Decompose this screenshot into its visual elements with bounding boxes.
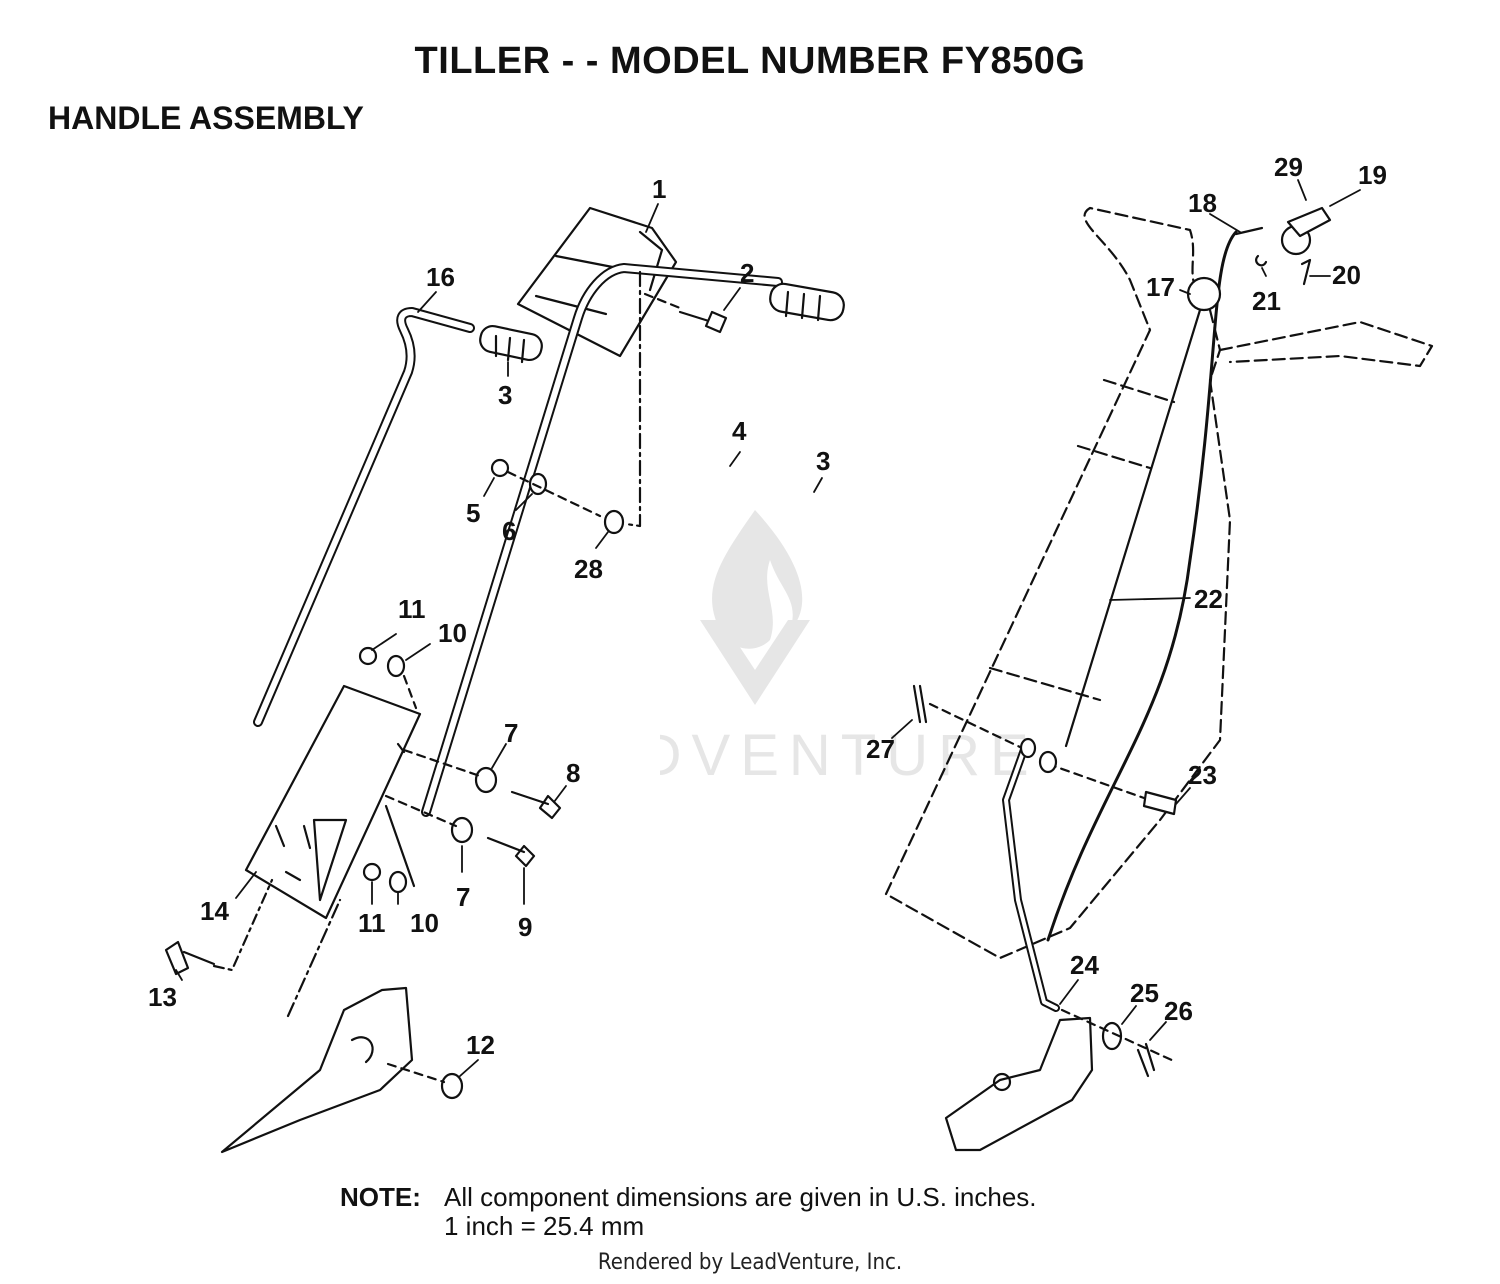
footer-credit: Rendered by LeadVenture, Inc. bbox=[597, 1250, 903, 1275]
callout-6: 6 bbox=[502, 516, 516, 546]
part-bolt-9 bbox=[486, 836, 536, 868]
page-title: TILLER - - MODEL NUMBER FY850G bbox=[414, 40, 1086, 82]
callout-1: 1 bbox=[652, 174, 666, 204]
part-washer-7a bbox=[474, 766, 498, 794]
callout-24: 24 bbox=[1070, 950, 1099, 980]
part-control-lever bbox=[1234, 206, 1332, 256]
part-pin-27 bbox=[912, 684, 928, 724]
callout-20: 20 bbox=[1332, 260, 1361, 290]
part-washer-10b bbox=[388, 870, 408, 894]
callout-16: 16 bbox=[426, 262, 455, 292]
dimension-note: NOTE: All component dimensions are given … bbox=[340, 1183, 1037, 1241]
callout-23: 23 bbox=[1188, 760, 1217, 790]
part-grip-lower bbox=[769, 282, 845, 322]
callout-11b: 11 bbox=[358, 908, 386, 938]
part-nut-11a bbox=[358, 646, 378, 666]
part-washer-28 bbox=[603, 509, 625, 535]
note-line-1: All component dimensions are given in U.… bbox=[444, 1182, 1037, 1212]
part-pin-23 bbox=[1142, 790, 1178, 816]
watermark-text: LEADVENTURE bbox=[660, 723, 1039, 788]
part-knob-17 bbox=[1186, 276, 1222, 312]
control-cable bbox=[1046, 230, 1238, 942]
part-pin-20 bbox=[1300, 258, 1312, 286]
callout-7b: 7 bbox=[456, 882, 470, 912]
note-label: NOTE: bbox=[340, 1182, 421, 1212]
callout-14: 14 bbox=[200, 896, 229, 926]
part-clip-21 bbox=[1255, 254, 1268, 267]
part-washer-6 bbox=[528, 472, 548, 496]
callout-9: 9 bbox=[518, 912, 532, 942]
part-bolt-8 bbox=[510, 790, 562, 820]
part-washer-12 bbox=[440, 1072, 464, 1100]
part-grip-upper bbox=[479, 324, 543, 364]
callout-28: 28 bbox=[574, 554, 603, 584]
callout-19: 19 bbox=[1358, 160, 1387, 190]
part-nut-5 bbox=[490, 458, 510, 478]
callout-21: 21 bbox=[1252, 286, 1281, 316]
part-washer-10a bbox=[386, 654, 406, 678]
callout-13: 13 bbox=[148, 982, 177, 1012]
part-bracket-plate-14 bbox=[244, 684, 422, 920]
callout-10a: 10 bbox=[438, 618, 467, 648]
flame-logo-icon bbox=[712, 510, 803, 649]
callout-3a: 3 bbox=[498, 380, 512, 410]
part-right-handle-bar bbox=[421, 263, 783, 817]
callout-8: 8 bbox=[566, 758, 580, 788]
part-bolt-2 bbox=[643, 292, 728, 334]
callout-7a: 7 bbox=[504, 718, 518, 748]
callout-labels: 1 2 3 4 3 5 6 28 16 11 10 7 8 7 9 11 10 … bbox=[148, 152, 1387, 1060]
callout-29: 29 bbox=[1274, 152, 1303, 182]
note-line-2: 1 inch = 25.4 mm bbox=[444, 1211, 645, 1241]
watermark: LEADVENTURE bbox=[660, 510, 1039, 788]
part-bolt-13 bbox=[164, 940, 216, 976]
callout-26: 26 bbox=[1164, 996, 1193, 1026]
callout-5: 5 bbox=[466, 498, 480, 528]
callout-4: 4 bbox=[732, 416, 747, 446]
assembled-handle-outline bbox=[884, 206, 1434, 960]
part-washer-7b bbox=[450, 816, 474, 844]
callout-27: 27 bbox=[866, 734, 895, 764]
part-lower-bracket bbox=[220, 898, 414, 1154]
callout-3b: 3 bbox=[816, 446, 830, 476]
v-logo-icon bbox=[700, 620, 810, 705]
part-nut-11b bbox=[362, 862, 382, 882]
callout-2: 2 bbox=[740, 258, 754, 288]
part-pin-26 bbox=[1136, 1042, 1156, 1078]
section-title: HANDLE ASSEMBLY bbox=[48, 100, 364, 136]
callout-12: 12 bbox=[466, 1030, 495, 1060]
part-left-handle-bar bbox=[253, 307, 475, 727]
callout-17: 17 bbox=[1146, 272, 1175, 302]
callout-18: 18 bbox=[1188, 188, 1217, 218]
callout-11a: 11 bbox=[398, 594, 426, 624]
callout-22: 22 bbox=[1194, 584, 1223, 614]
leader-lines bbox=[175, 179, 1361, 1077]
part-right-lower-bracket bbox=[944, 1016, 1094, 1152]
cable-rod-22 bbox=[1064, 308, 1202, 748]
callout-10b: 10 bbox=[410, 908, 439, 938]
callout-25: 25 bbox=[1130, 978, 1159, 1008]
